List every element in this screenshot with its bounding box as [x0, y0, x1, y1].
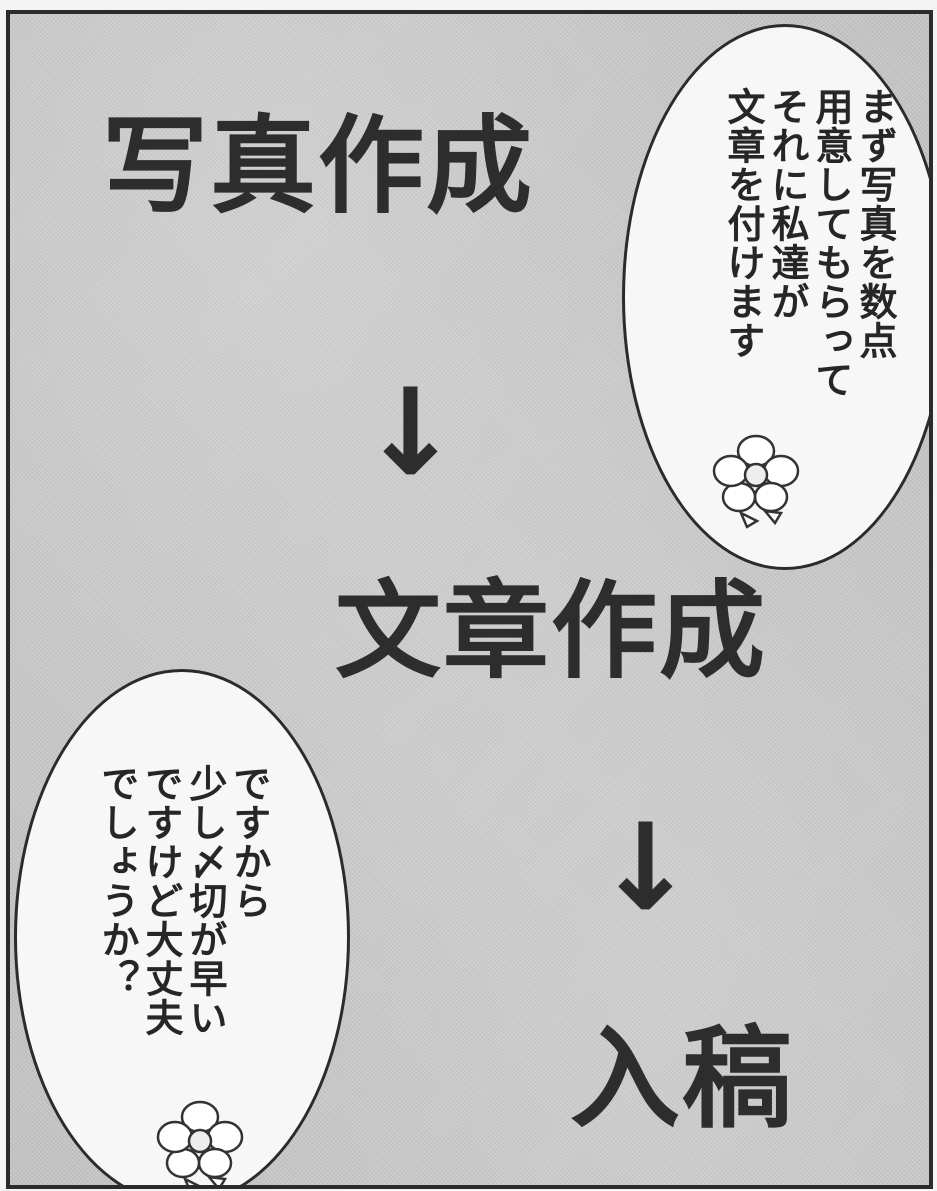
step-text-creation: 文章作成 — [335, 570, 767, 693]
speech-bubble-bottom-left: ですから 少し〆切が早い ですけど大丈夫 でしょうか？ — [14, 669, 350, 1185]
down-arrow-icon: ↓ — [360, 364, 461, 503]
flower-icon — [712, 434, 800, 529]
flower-icon — [156, 1100, 244, 1185]
speech-bubble-top-right: まず写真を数点 用意してもらって それに私達が 文章を付けます — [622, 24, 929, 570]
down-arrow-icon: ↓ — [595, 799, 696, 938]
step-submission: 入稿 — [570, 1015, 794, 1143]
bubble-text: ですから 少し〆切が早い ですけど大丈夫 でしょうか？ — [95, 764, 271, 1037]
bubble-text: まず写真を数点 用意してもらって それに私達が 文章を付けます — [721, 87, 897, 399]
manga-panel: 写真作成 ↓ 文章作成 ↓ 入稿 まず写真を数点 用意してもらって それに私達が… — [6, 10, 933, 1189]
step-photo-creation: 写真作成 — [102, 105, 534, 228]
